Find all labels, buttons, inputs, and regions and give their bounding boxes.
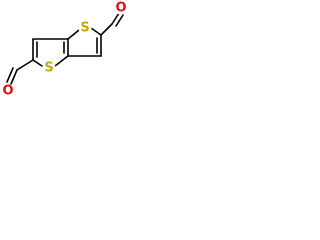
- bond-c2-s1: [32, 59, 43, 67]
- oxygen-atom-upper: O: [114, 1, 128, 16]
- bond-cho-carbonyl-lower: [10, 69, 18, 85]
- sulfur-atom-upper: S: [78, 21, 92, 36]
- atom-label-o-upper: O: [115, 1, 126, 16]
- bond-c5-cho-carbon: [100, 23, 113, 36]
- bond-cho-carbonyl-second: [115, 14, 124, 27]
- bond-s1-c6a: [54, 55, 69, 67]
- bond-cho-carbonyl-lower-second: [6, 67, 14, 83]
- sulfur-atom-lower: S: [42, 61, 56, 76]
- atom-label-o-lower: O: [2, 84, 13, 99]
- atom-label-s-upper: S: [80, 21, 89, 36]
- thienothiophene-dialdehyde-structure: S S O O: [1, 1, 128, 99]
- bond-cho-carbonyl: [111, 12, 120, 25]
- oxygen-atom-lower: O: [1, 84, 15, 99]
- bond-c2-cho-carbon: [16, 59, 34, 71]
- bond-c3a-s4: [67, 29, 80, 40]
- atom-label-s-lower: S: [44, 61, 53, 76]
- bond-s4-c5: [90, 27, 102, 36]
